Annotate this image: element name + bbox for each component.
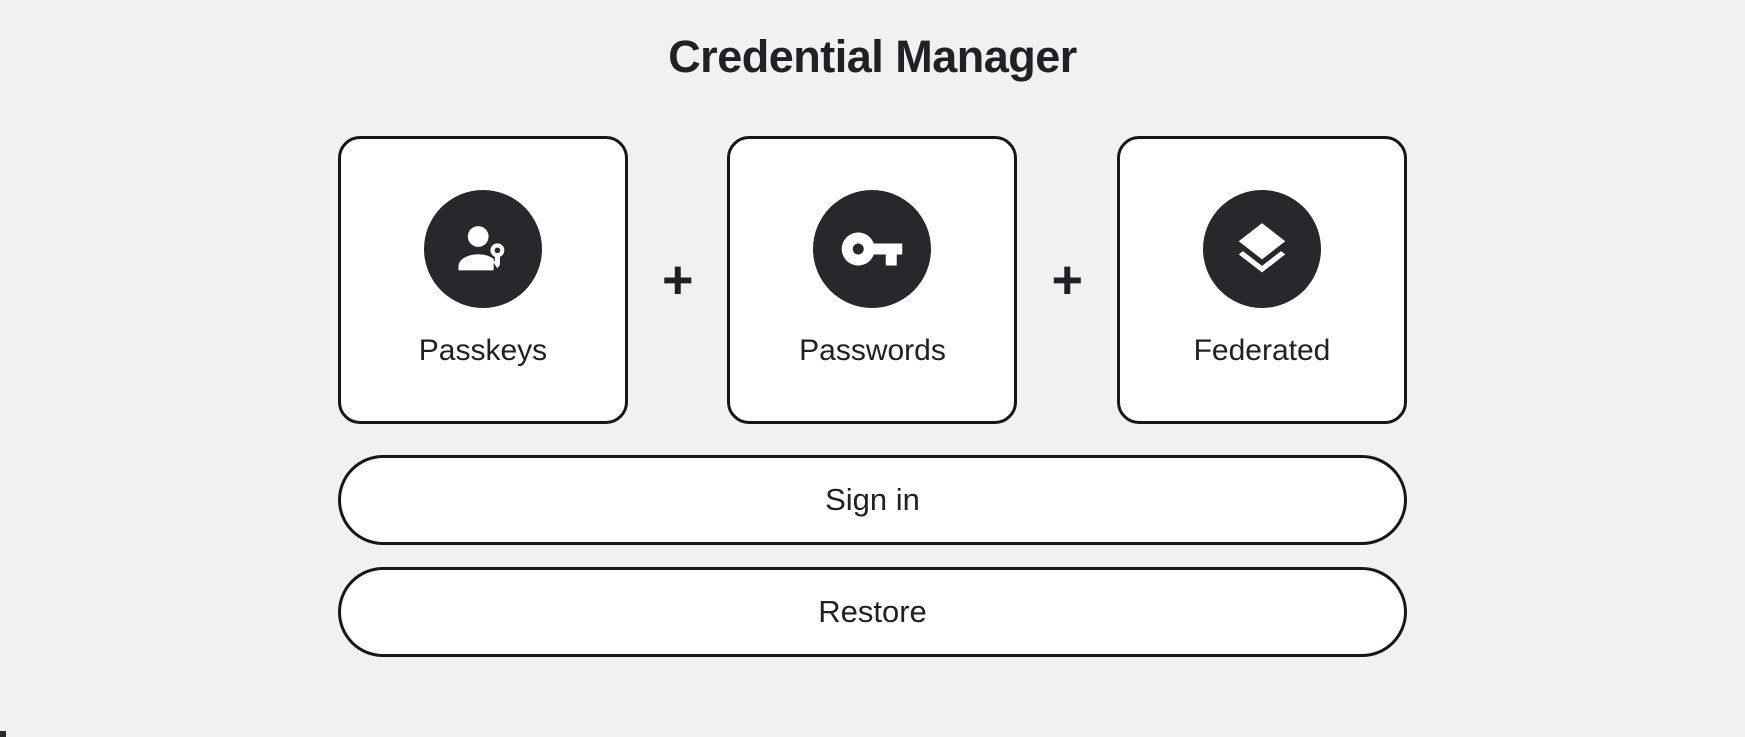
screen-edge-artifact xyxy=(0,731,6,737)
card-label-federated: Federated xyxy=(1193,334,1331,367)
federated-layers-icon xyxy=(1202,190,1321,308)
card-passwords[interactable]: Passwords xyxy=(727,136,1018,424)
plus-separator-2: + xyxy=(1051,250,1083,310)
card-label-passkeys: Passkeys xyxy=(418,334,548,367)
restore-button[interactable]: Restore xyxy=(338,567,1407,657)
passkey-icon xyxy=(424,190,542,308)
credential-manager-screen: Credential Manager Passkeys + xyxy=(0,30,1745,737)
password-key-icon xyxy=(813,190,932,308)
card-passkeys[interactable]: Passkeys xyxy=(338,136,628,424)
sign-in-button[interactable]: Sign in xyxy=(338,455,1407,545)
content-container: Credential Manager Passkeys + xyxy=(338,30,1407,657)
card-federated[interactable]: Federated xyxy=(1116,136,1407,424)
page-title: Credential Manager xyxy=(668,31,1077,82)
credential-cards-row: Passkeys + Passwords + Federated xyxy=(338,136,1407,424)
card-label-passwords: Passwords xyxy=(799,334,946,367)
plus-separator-1: + xyxy=(661,250,694,310)
